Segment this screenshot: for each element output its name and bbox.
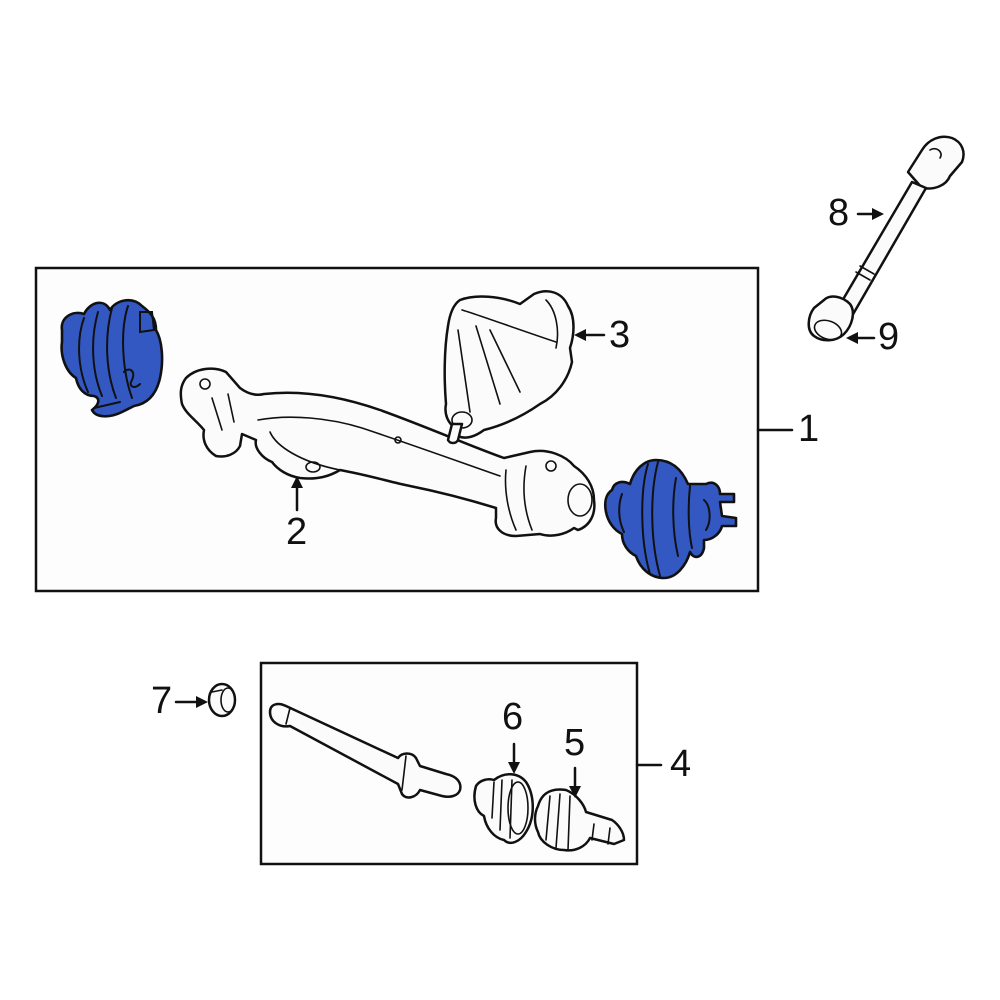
axle-shaft[interactable] xyxy=(268,702,462,799)
callout-label-6: 6 xyxy=(502,696,524,738)
callout-arrows xyxy=(174,208,884,798)
callout-label-5: 5 xyxy=(564,722,586,764)
callout-label-1: 1 xyxy=(798,408,820,450)
drive-shaft[interactable] xyxy=(807,135,965,343)
callout-label-7: 7 xyxy=(151,680,173,722)
cv-boot[interactable] xyxy=(473,773,534,844)
callout-label-9: 9 xyxy=(878,316,900,358)
callout-label-4: 4 xyxy=(670,743,692,785)
left-hub-highlighted[interactable] xyxy=(60,298,164,418)
axle-housing[interactable] xyxy=(179,367,596,538)
callout-label-3: 3 xyxy=(609,314,631,356)
callout-label-8: 8 xyxy=(828,192,850,234)
seal[interactable] xyxy=(207,682,237,718)
callout-label-2: 2 xyxy=(286,511,308,553)
right-hub-highlighted[interactable] xyxy=(603,458,738,580)
cv-joint[interactable] xyxy=(533,788,626,852)
differential[interactable] xyxy=(443,290,575,445)
